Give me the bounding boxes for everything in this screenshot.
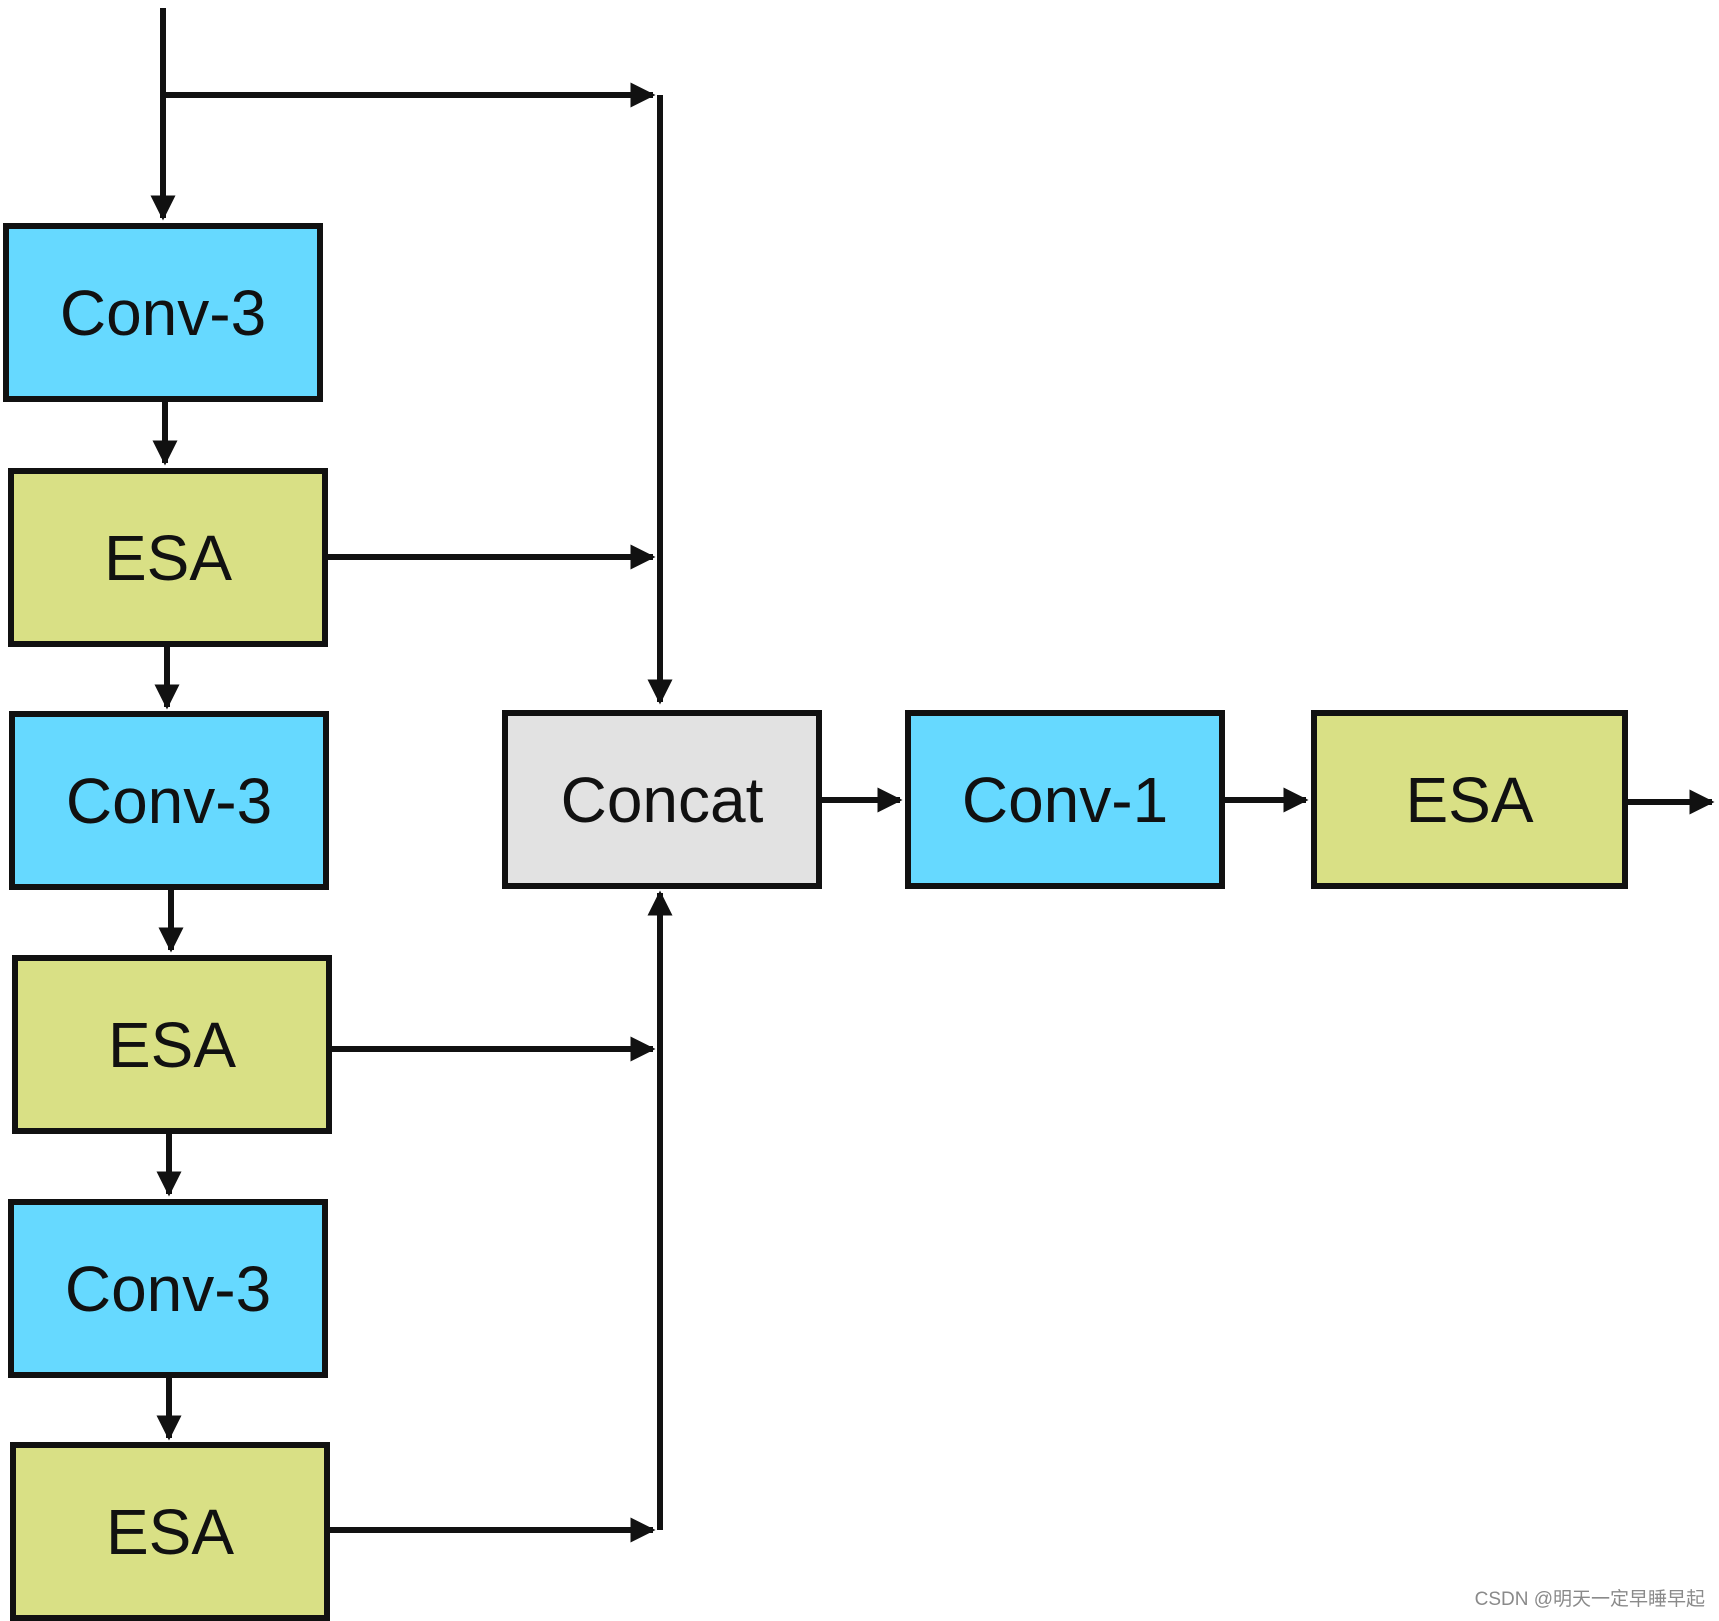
esa-block-2: ESA xyxy=(12,955,332,1134)
conv1-block: Conv-1 xyxy=(905,710,1225,889)
conv3-block-2: Conv-3 xyxy=(9,711,329,890)
esa-block-1: ESA xyxy=(8,468,328,647)
concat-block: Concat xyxy=(502,710,822,889)
esa-output-block: ESA xyxy=(1311,710,1628,889)
conv3-block-3: Conv-3 xyxy=(8,1199,328,1378)
watermark-text: CSDN @明天一定早睡早起 xyxy=(1474,1589,1705,1610)
esa-block-3: ESA xyxy=(10,1442,330,1621)
conv3-block-1: Conv-3 xyxy=(3,223,323,402)
